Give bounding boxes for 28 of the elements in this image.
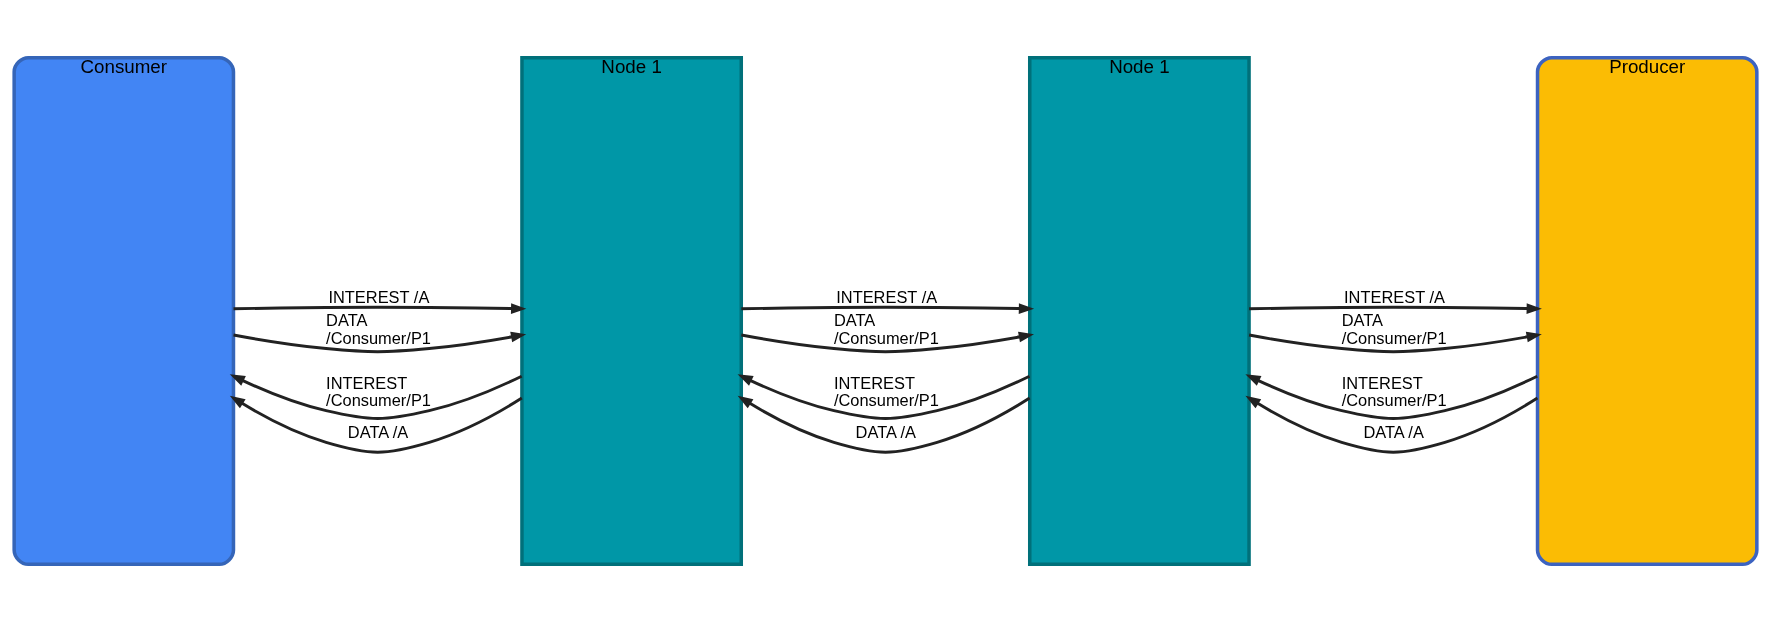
edge-label: INTEREST /Consumer/P1 [326,373,431,409]
node-box: Node 1 [520,55,743,566]
arrow [229,373,523,420]
arrow [737,373,1031,420]
edge-label: INTEREST /A [1344,287,1445,306]
edge-label: DATA /A [347,422,409,441]
node-box: Producer [1535,55,1759,566]
arrow [229,395,523,454]
arrow [741,331,1034,353]
edge-label: INTEREST /Consumer/P1 [1341,373,1447,409]
edge-label: DATA /A [855,422,917,441]
edge-label: DATA /Consumer/P1 [1341,310,1447,347]
edge-label: INTEREST /Consumer/P1 [833,373,939,409]
arrow [233,302,527,314]
node-box: Consumer [12,55,236,566]
arrow [1248,331,1542,353]
edge-label: INTEREST /A [328,287,430,306]
arrow [1245,395,1539,454]
node-box: Node 1 [1028,55,1251,566]
arrow [233,331,527,353]
edge-label: DATA /Consumer/P1 [326,310,431,347]
arrow [741,302,1035,314]
arrow [1249,302,1542,314]
arrow [1245,373,1538,420]
edge-label: INTEREST /A [836,287,938,306]
arrow [737,395,1031,454]
edge-label: DATA /Consumer/P1 [833,310,939,347]
edge-label: DATA /A [1363,422,1424,441]
